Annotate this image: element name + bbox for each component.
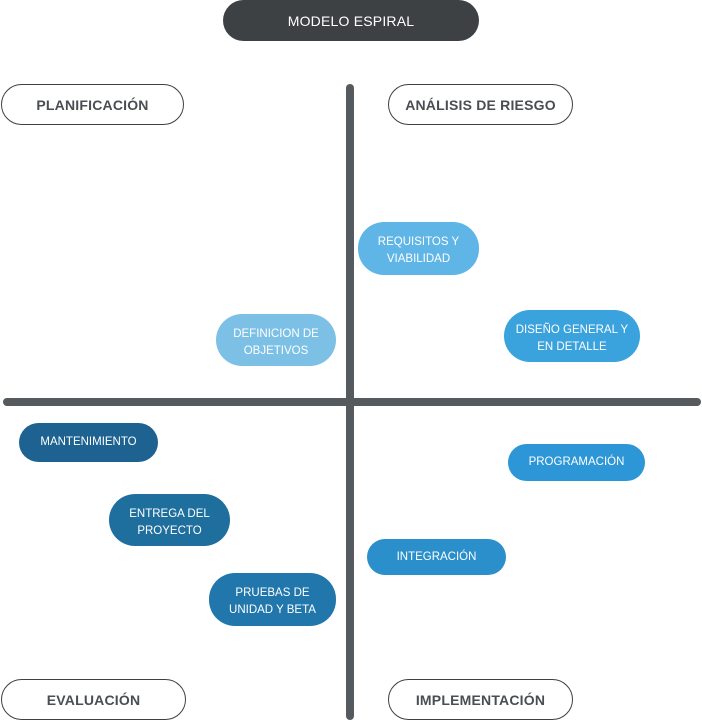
step-label: Diseño general y en detalle [515, 324, 629, 353]
horizontal-axis [3, 398, 701, 406]
step-label: Entrega del proyecto [129, 508, 210, 537]
step-label: Requisitos y viabilidad [377, 236, 460, 265]
step-label: Definicion de objetivos [233, 328, 319, 357]
quadrant-label-planificacion: PLANIFICACIÓN [1, 84, 184, 125]
step-label: Programación [528, 456, 625, 468]
step-diseno-general-y-en-detalle: Diseño general y en detalle [504, 310, 640, 362]
step-label: Mantenimiento [40, 436, 137, 448]
step-definicion-de-objetivos: Definicion de objetivos [216, 314, 336, 366]
quadrant-label-analisis-de-riesgo: ANÁLISIS DE RIESGO [388, 84, 573, 125]
step-label: Integración [396, 550, 477, 563]
step-label: Pruebas de unidad y beta [229, 587, 316, 616]
step-entrega-del-proyecto: Entrega del proyecto [109, 494, 230, 546]
quadrant-label-implementacion: IMPLEMENTACIÓN [388, 679, 573, 720]
step-integracion: Integración [367, 539, 506, 575]
step-pruebas-de-unidad-y-beta: Pruebas de unidad y beta [209, 573, 336, 626]
diagram-title: MODELO ESPIRAL [223, 0, 479, 41]
step-requisitos-y-viabilidad: Requisitos y viabilidad [358, 222, 479, 275]
step-programacion: Programación [508, 444, 645, 481]
step-mantenimiento: Mantenimiento [19, 423, 158, 462]
quadrant-label-evaluacion: EVALUACIÓN [1, 679, 186, 720]
